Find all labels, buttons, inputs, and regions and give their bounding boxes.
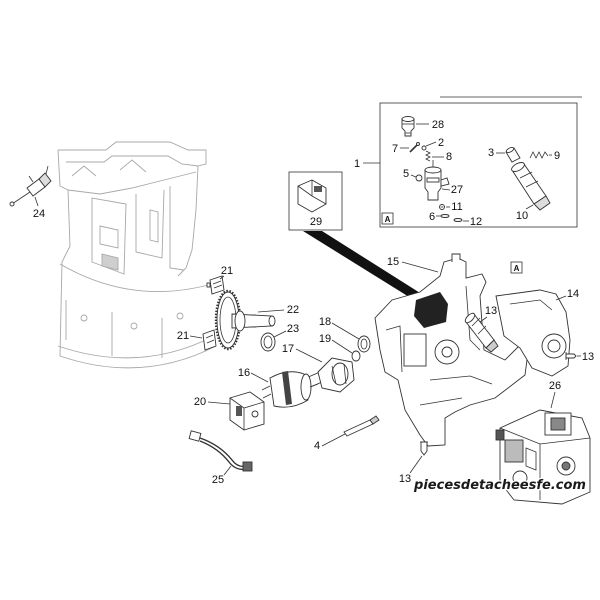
callout-10: 10 bbox=[516, 210, 528, 222]
watermark-text: piecesdetacheesfe.com bbox=[413, 478, 586, 493]
part-19-ring bbox=[351, 350, 361, 362]
leader-15 bbox=[401, 261, 439, 273]
inset-marker: A bbox=[385, 215, 391, 224]
callout-17: 17 bbox=[282, 343, 294, 355]
part-13-solenoid-valve bbox=[464, 312, 499, 353]
leader-17 bbox=[295, 348, 323, 363]
frame-marker-box bbox=[510, 261, 523, 274]
callout-28: 28 bbox=[432, 119, 444, 131]
part-24-probe bbox=[9, 165, 52, 207]
callout-4: 4 bbox=[314, 440, 320, 452]
part-14-side-plate bbox=[495, 289, 571, 377]
leader-13-valve bbox=[479, 316, 488, 323]
inset-valve-assembly: A 28 7 2 8 5 bbox=[379, 96, 582, 228]
leader-20 bbox=[207, 401, 231, 405]
callout-9: 9 bbox=[554, 150, 560, 162]
callout-11: 11 bbox=[451, 201, 462, 213]
part-13-screw-bottom bbox=[420, 441, 428, 456]
callout-13-valve: 13 bbox=[485, 305, 497, 317]
part-11-screw bbox=[439, 204, 445, 210]
part-4-plate bbox=[343, 415, 380, 437]
callout-24: 24 bbox=[33, 208, 45, 220]
part-26-brew-unit bbox=[495, 409, 591, 505]
callout-2: 2 bbox=[438, 137, 444, 149]
part-18-ring bbox=[357, 335, 371, 353]
part-21-connector-bottom bbox=[202, 329, 217, 351]
part-8-spring bbox=[425, 150, 431, 162]
part-6-pin bbox=[440, 214, 450, 218]
callout-16: 16 bbox=[238, 367, 250, 379]
callout-15: 15 bbox=[387, 256, 399, 268]
part-27-valve-body bbox=[424, 160, 450, 201]
leader-19 bbox=[331, 339, 353, 354]
part-22-gear-wheel bbox=[214, 289, 276, 351]
part-16-motor bbox=[261, 371, 319, 408]
part-2-ring bbox=[421, 145, 427, 151]
leader-18 bbox=[331, 322, 360, 340]
callout-12: 12 bbox=[470, 216, 482, 228]
leader-4 bbox=[321, 433, 346, 447]
callout-14: 14 bbox=[567, 288, 579, 300]
callout-19: 19 bbox=[319, 333, 331, 345]
part-7-pin bbox=[409, 142, 420, 153]
part-10-valve-body bbox=[511, 162, 551, 211]
leader-13-bottom bbox=[409, 455, 423, 474]
part-15-main-bracket bbox=[374, 253, 529, 447]
callout-18: 18 bbox=[319, 316, 331, 328]
leader-23 bbox=[273, 330, 287, 338]
callout-26: 26 bbox=[549, 380, 561, 392]
callout-3: 3 bbox=[488, 147, 494, 159]
callout-25: 25 bbox=[212, 474, 224, 486]
callout-8: 8 bbox=[446, 151, 452, 163]
detail-box-29: 29 bbox=[288, 171, 343, 231]
leader-26 bbox=[550, 391, 556, 409]
callout-21-top: 21 bbox=[221, 265, 233, 277]
leader-14 bbox=[555, 295, 567, 301]
callout-13-right: 13 bbox=[582, 351, 594, 363]
machine-frame-background bbox=[57, 141, 217, 369]
callout-22: 22 bbox=[287, 304, 299, 316]
callout-20: 20 bbox=[194, 396, 206, 408]
inset-marker-box bbox=[381, 212, 394, 225]
leader-25 bbox=[223, 465, 232, 476]
part-9-spring bbox=[529, 151, 549, 159]
callout-27: 27 bbox=[451, 184, 463, 196]
part-17-gear-housing bbox=[305, 357, 355, 393]
callout-29: 29 bbox=[310, 216, 322, 228]
callout-7: 7 bbox=[392, 143, 398, 155]
part-5-ring bbox=[415, 174, 423, 182]
part-20-switch-bracket bbox=[229, 391, 265, 431]
callout-5: 5 bbox=[403, 168, 409, 180]
reference-wedge bbox=[303, 231, 428, 305]
callout-6: 6 bbox=[429, 211, 435, 223]
callout-13-bottom: 13 bbox=[399, 473, 411, 485]
part-25-cable bbox=[188, 430, 253, 472]
callout-1: 1 bbox=[354, 158, 360, 170]
leader-22 bbox=[257, 309, 285, 313]
part-21-connector-top bbox=[206, 275, 225, 295]
callout-23: 23 bbox=[287, 323, 299, 335]
leader-21-top bbox=[219, 275, 225, 280]
frame-marker: A bbox=[514, 264, 520, 273]
leader-24 bbox=[34, 196, 39, 207]
part-12-pin bbox=[453, 218, 463, 222]
part-13-screw-right bbox=[565, 352, 577, 360]
leader-21-bottom bbox=[189, 335, 203, 339]
callout-21-bottom: 21 bbox=[177, 330, 189, 342]
part-23-o-ring bbox=[260, 332, 276, 352]
part-29-clip bbox=[297, 179, 327, 213]
part-28-fitting bbox=[401, 116, 415, 137]
part-3-fitting bbox=[505, 147, 521, 163]
leader-16 bbox=[250, 372, 269, 383]
